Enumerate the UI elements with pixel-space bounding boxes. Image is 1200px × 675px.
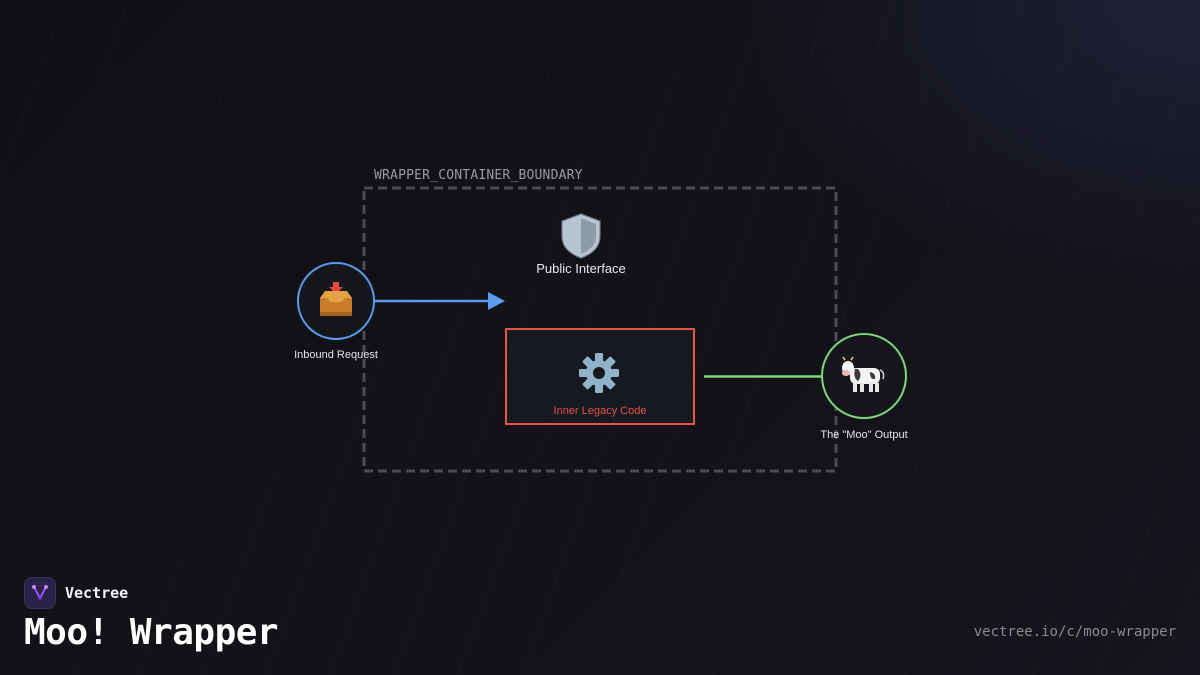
moo-output-label: The "Moo" Output (820, 429, 907, 441)
page-title: Moo! Wrapper (24, 612, 279, 653)
boundary-label: WRAPPER_CONTAINER_BOUNDARY (374, 168, 583, 183)
gear-icon (579, 353, 619, 393)
arrowhead-icon (488, 292, 505, 310)
inbox-tray-icon (320, 282, 352, 316)
source-url[interactable]: vectree.io/c/moo-wrapper (973, 624, 1176, 640)
node-inner-legacy-code[interactable]: Inner Legacy Code (505, 328, 695, 425)
inbound-request-label: Inbound Request (294, 349, 378, 361)
node-moo-output[interactable]: The "Moo" Output (820, 333, 908, 441)
brand-name: Vectree (65, 584, 129, 602)
brand: Vectree (24, 577, 128, 609)
node-inbound-request[interactable]: Inbound Request (294, 262, 378, 361)
cow-icon (842, 356, 885, 392)
inner-legacy-code-label: Inner Legacy Code (554, 405, 647, 417)
node-public-interface[interactable]: Public Interface (536, 213, 626, 276)
shield-icon (561, 213, 601, 259)
public-interface-label: Public Interface (536, 261, 626, 276)
vectree-logo-icon (24, 577, 56, 609)
